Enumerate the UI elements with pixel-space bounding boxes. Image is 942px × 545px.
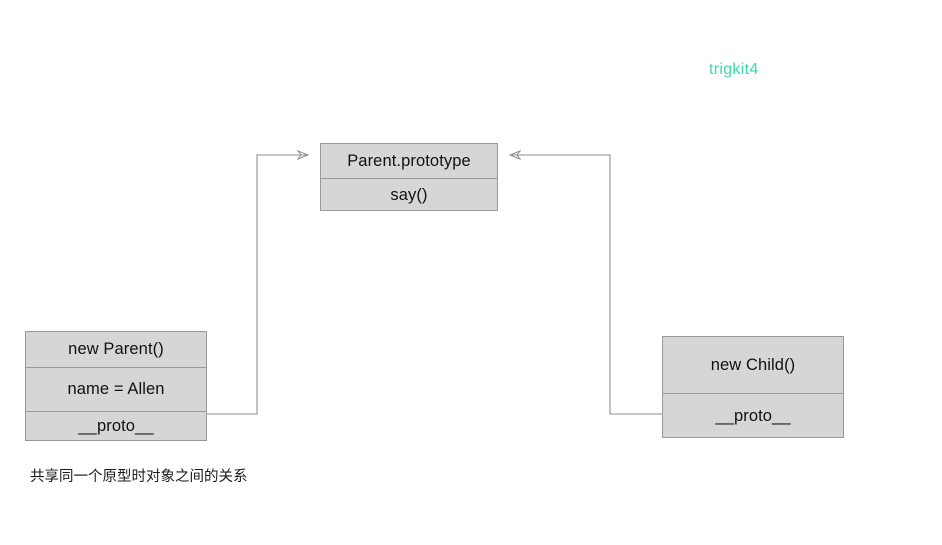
box-new-parent-property-name: name = Allen (26, 367, 206, 411)
box-new-child-title: new Child() (710, 355, 796, 374)
diagram-caption: 共享同一个原型时对象之间的关系 (30, 469, 248, 485)
connector-parent-to-prototype (207, 155, 308, 415)
box-new-child-property-proto: __proto__ (663, 393, 843, 438)
connector-child-to-prototype (510, 155, 662, 415)
box-new-parent-property-proto: __proto__ (26, 411, 206, 441)
watermark-label: trigkit4 (709, 61, 759, 78)
box-parent-prototype[interactable]: Parent.prototype say() (320, 143, 498, 211)
box-new-parent[interactable]: new Parent() name = Allen __proto__ (25, 331, 207, 441)
box-new-child[interactable]: new Child() __proto__ (662, 336, 844, 438)
box-new-parent-title: new Parent() (68, 340, 164, 358)
box-parent-prototype-title: Parent.prototype (347, 151, 471, 170)
box-parent-prototype-member-say: say() (321, 178, 497, 211)
